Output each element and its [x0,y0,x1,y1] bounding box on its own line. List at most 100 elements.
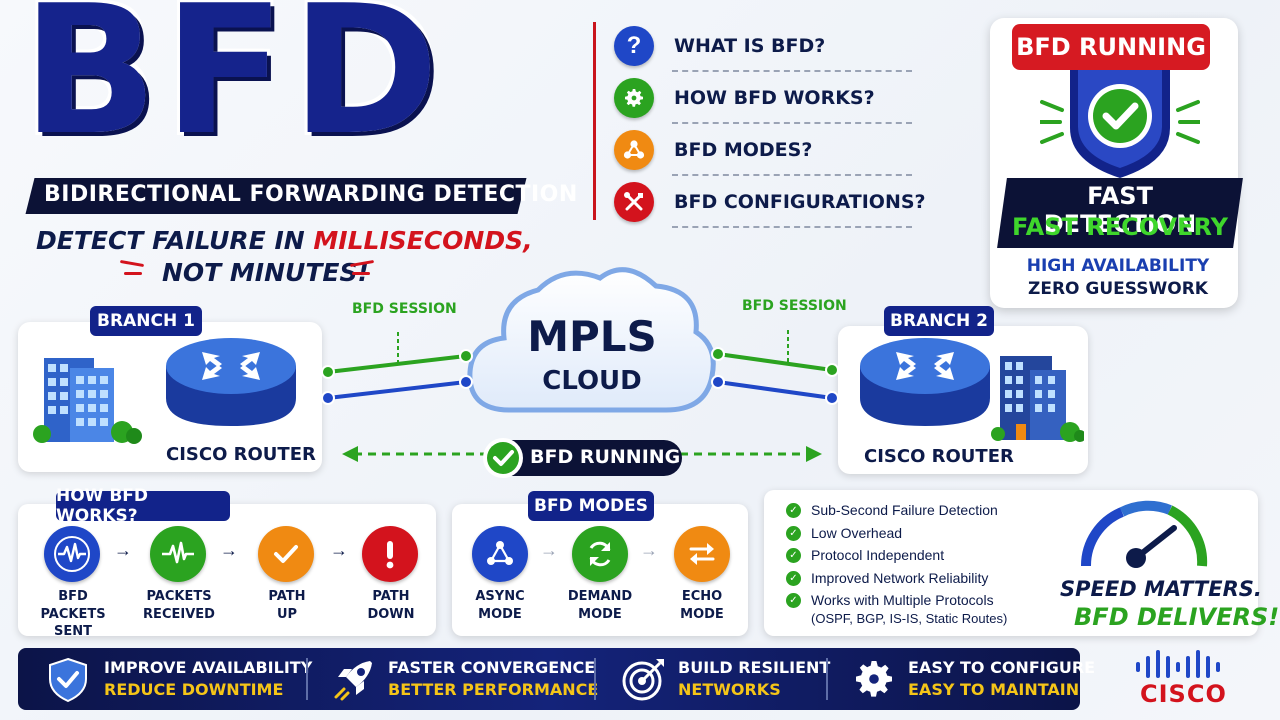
step-line1: BFD PACKETS [40,589,106,622]
check-icon: ✓ [786,593,801,608]
tagline-line2: NOT MINUTES! [162,258,369,287]
branch2-tag: BRANCH 2 [884,306,994,336]
router-icon [860,338,990,426]
footer-bar [18,648,1080,710]
refresh-icon [572,526,628,582]
connection-lines [321,330,839,405]
benefit-item: ✓ Sub-Second Failure Detection [786,502,998,518]
footer-divider [826,658,828,700]
mode-line1: ASYNC [475,589,525,604]
speedometer-icon [1080,500,1208,568]
cisco-wordmark: CISCO [1140,680,1227,708]
pulse-icon [44,526,100,582]
tagline-part1: DETECT FAILURE IN [36,226,314,255]
questions-divider [593,22,596,220]
router-label: CISCO ROUTER [166,444,316,465]
branch1-tag: BRANCH 1 [90,306,202,336]
main-title: BFD [22,0,446,174]
step-label: PATH DOWN [344,588,438,623]
question-item[interactable]: ? WHAT IS BFD? [614,26,825,66]
tools-icon [614,182,654,222]
mode-line2: MODE [680,606,724,622]
building-icon [991,356,1084,442]
benefit-label: Sub-Second Failure Detection [811,502,998,518]
step-line1: PACKETS [146,589,212,604]
footer-sub: NETWORKS [678,680,781,699]
step-line1: PATH [372,589,410,604]
speed-line1: SPEED MATTERS. [1060,577,1262,601]
tagline-highlight: MILLISECONDS, [313,226,533,255]
divider [672,122,912,124]
zero-guesswork-label: ZERO GUESSWORK [1028,279,1208,299]
check-icon: ✓ [786,571,801,586]
high-availability-label: HIGH AVAILABILITY [1026,256,1210,276]
benefit-label: Low Overhead [811,525,903,541]
divider [672,174,912,176]
running-arrow [342,446,822,462]
footer-title: BUILD RESILIENT [678,657,831,677]
speed-line2: BFD DELIVERS! [1074,603,1280,631]
session-label-right: BFD SESSION [742,298,847,314]
benefit-item: ✓ Improved Network Reliability [786,570,988,586]
building-icon [33,358,142,444]
question-label: WHAT IS BFD? [674,35,826,57]
modes-tag: BFD MODES [528,491,654,521]
divider [672,70,912,72]
footer-item: BUILD RESILIENT NETWORKS [620,648,830,710]
target-icon [622,659,664,701]
footer-divider [306,658,308,700]
benefit-item: ✓Works with Multiple Protocols [786,592,994,608]
subtitle: BIDIRECTIONAL FORWARDING DETECTION [44,182,578,207]
gear-icon [856,661,892,697]
check-icon: ✓ [786,503,801,518]
arrow-right-icon: → [114,540,132,560]
footer-sub: EASY TO MAINTAIN [908,680,1080,699]
arrow-right-icon: → [330,540,348,560]
emphasis-dash [352,272,370,275]
shield-icon [49,657,87,703]
benefit-label: Improved Network Reliability [811,570,989,586]
session-label-left: BFD SESSION [352,301,457,317]
tagline-line1: DETECT FAILURE IN MILLISECONDS, [36,226,533,255]
footer-title: FASTER CONVERGENCE [388,657,596,677]
running-label: BFD RUNNING [530,446,681,468]
benefit-item: ✓ Low Overhead [786,525,902,541]
step-line2: RECEIVED [143,606,215,622]
check-icon: ✓ [786,526,801,541]
check-icon [258,526,314,582]
mode-line2: MODE [478,606,522,622]
arrow-right-icon: → [540,540,558,560]
question-label: BFD MODES? [674,139,813,161]
question-label: BFD CONFIGURATIONS? [674,191,926,213]
question-item[interactable]: BFD CONFIGURATIONS? [614,182,926,222]
question-item[interactable]: BFD MODES? [614,130,812,170]
step-label: ECHO MODE [658,588,746,623]
step-line1: PATH [268,589,306,604]
benefit-label: Protocol Independent [811,547,945,563]
network-icon [614,130,654,170]
question-item[interactable]: HOW BFD WORKS? [614,78,875,118]
check-icon: ✓ [786,548,801,563]
fast-recovery-label: FAST RECOVERY [1012,213,1228,241]
pulse-icon [150,526,206,582]
cloud-title: MPLS [527,312,657,361]
mode-line1: ECHO [681,589,723,604]
footer-sub: REDUCE DOWNTIME [104,680,284,699]
cloud-icon [467,267,716,413]
arrow-right-icon: → [640,540,658,560]
step-line2: SENT [54,624,92,640]
alert-icon [362,526,418,582]
emphasis-dash [119,259,145,268]
cisco-logo-icon [1136,650,1220,678]
fast-detection-label: FAST DETECTION [1043,182,1197,238]
arrow-right-icon: → [220,540,238,560]
router-icon [166,338,296,426]
step-line2: DOWN [367,606,415,622]
benefit-detail: (OSPF, BGP, IS-IS, Static Routes) [811,611,1008,626]
footer-divider [594,658,596,700]
mode-line2: MODE [578,606,622,622]
footer-sub: BETTER PERFORMANCE [388,680,599,699]
emphasis-dash [124,272,142,275]
question-icon: ? [614,26,654,66]
